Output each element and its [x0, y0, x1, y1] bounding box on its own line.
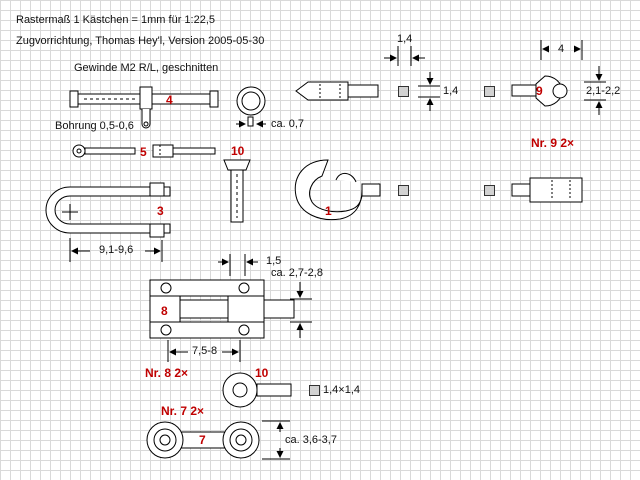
dim-link8-pitch: 7,5-8 [192, 345, 218, 357]
part-number-5: 5 [140, 145, 147, 159]
title-header: Zugvorrichtung, Thomas Hey'l, Version 20… [16, 35, 265, 47]
part-number-9: 9 [536, 84, 543, 98]
square-marker [398, 86, 409, 97]
scale-header: Rastermaß 1 Kästchen = 1mm für 1:22,5 [16, 14, 216, 26]
part-7-double-link [146, 420, 290, 460]
right-pin [511, 177, 583, 203]
part-number-1: 1 [325, 204, 332, 218]
quantity-part-8: Nr. 8 2× [145, 366, 189, 380]
quantity-part-7: Nr. 7 2× [161, 404, 205, 418]
part-number-7: 7 [199, 433, 206, 447]
part-10-eye [222, 372, 292, 408]
dim-eye-width: 4 [558, 43, 565, 55]
square-marker [484, 86, 495, 97]
dim-jaw-opening: ca. 2,7-2,8 [271, 267, 323, 279]
dim-top-width [384, 46, 440, 111]
dim-eye-height: 2,1-2,2 [586, 85, 621, 97]
dim-shackle-width: 9,1-9,6 [99, 244, 134, 256]
square-marker [484, 185, 495, 196]
part-number-3: 3 [157, 204, 164, 218]
quantity-part-9: Nr. 9 2× [531, 136, 575, 150]
thread-note: Gewinde M2 R/L, geschnitten [74, 62, 219, 74]
dim-plate-thickness: 1,5 [266, 255, 282, 267]
part-number-4: 4 [166, 93, 173, 107]
part-8-link [149, 254, 312, 362]
part-number-10: 10 [231, 144, 245, 158]
dim-square-section: 1,4×1,4 [323, 384, 361, 396]
part-4-turnbuckle [69, 86, 219, 129]
dim-top-width: 1,4 [397, 33, 413, 45]
pin-bolt [295, 81, 379, 101]
part-3-shackle [45, 182, 171, 262]
bore-note: Bohrung 0,5-0,6 [55, 120, 134, 132]
part-number-10-eye: 10 [255, 366, 269, 380]
dim-link7-height: ca. 3,6-3,7 [285, 434, 337, 446]
part-1-hook [294, 159, 381, 221]
dim-top-height: 1,4 [443, 85, 459, 97]
square-marker [309, 385, 320, 396]
part-number-8: 8 [161, 304, 168, 318]
square-marker [398, 185, 409, 196]
ring-part [236, 86, 266, 128]
dim-ring-thickness: ca. 0,7 [271, 118, 305, 130]
part-5-rod [72, 144, 216, 158]
part-9-eye [511, 40, 606, 115]
part-10-pin [223, 159, 251, 223]
